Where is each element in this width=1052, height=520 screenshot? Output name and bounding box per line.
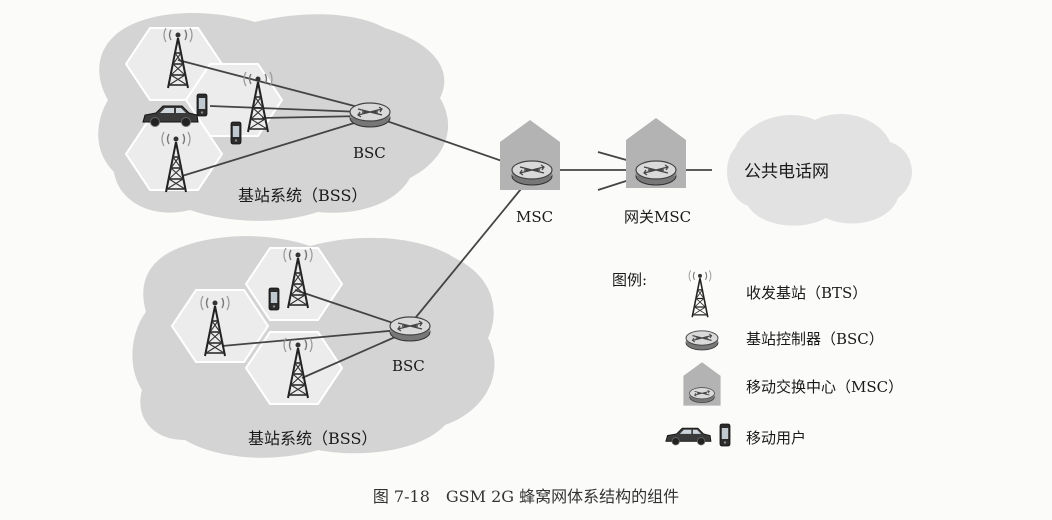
pstn-label: 公共电话网 (744, 162, 829, 182)
bsc-router-icon (349, 102, 391, 128)
msc-label: MSC (516, 208, 553, 226)
bts-tower-icon (688, 269, 712, 318)
bsc-top-label: BSC (353, 144, 386, 162)
mobile-phone-icon (196, 93, 208, 117)
bsc-bottom-label: BSC (392, 357, 425, 375)
car-icon (665, 427, 712, 446)
legend-title: 图例: (612, 271, 647, 289)
gateway-msc-label: 网关MSC (624, 208, 691, 226)
bsc-router-icon (389, 316, 431, 342)
gateway-msc-switch-icon (635, 160, 677, 186)
msc-switch-icon (511, 160, 553, 186)
mobile-phone-icon (230, 121, 242, 145)
bsc-router-icon (685, 330, 719, 351)
legend: 图例: 收发基站（BTS） 基站控制器（BSC） 移动交换中心（MSC） 移动用… (612, 269, 903, 447)
mobile-phone-icon (719, 423, 731, 447)
figure-caption: 图 7-18 GSM 2G 蜂窝网体系结构的组件 (373, 487, 679, 506)
legend-item-label: 移动交换中心（MSC） (746, 378, 903, 396)
legend-item-label: 移动用户 (746, 429, 806, 447)
bss-top-label: 基站系统（BSS） (238, 186, 367, 205)
legend-item-label: 基站控制器（BSC） (746, 330, 884, 348)
mobile-phone-icon (268, 287, 280, 311)
legend-item-label: 收发基站（BTS） (746, 284, 867, 302)
pstn-cloud (727, 114, 912, 226)
msc-switch-icon (689, 387, 715, 403)
bss-bottom-label: 基站系统（BSS） (248, 429, 377, 448)
